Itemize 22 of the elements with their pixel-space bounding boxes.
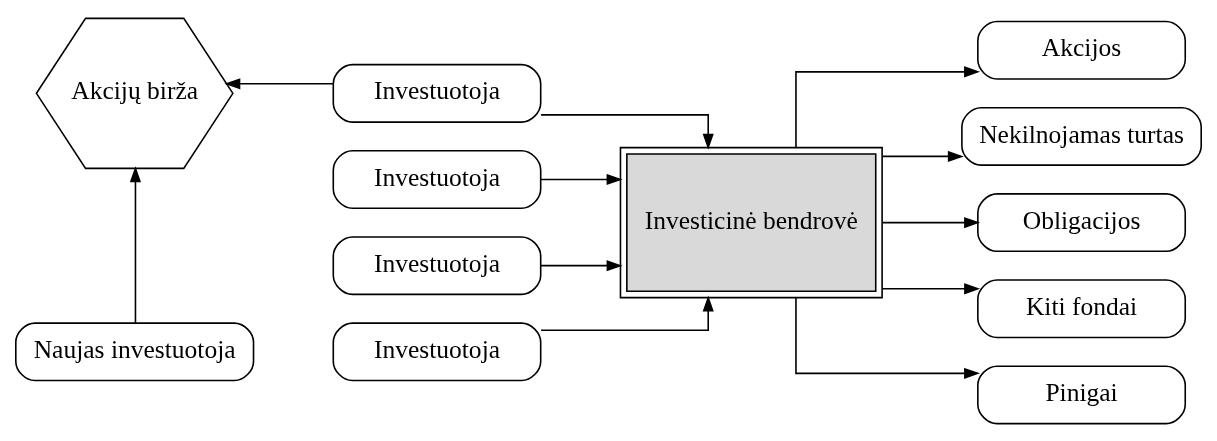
arrow	[540, 113, 714, 150]
arrow	[539, 259, 623, 271]
arrow	[540, 295, 714, 331]
node-box: Nekilnojamas turtas	[961, 106, 1202, 166]
node-box: Pinigai	[977, 364, 1187, 424]
arrow	[224, 77, 334, 89]
node-box: Investicinė bendrovė	[619, 146, 883, 298]
arrow	[539, 173, 623, 185]
arrow	[129, 165, 142, 323]
node-box: Investuotoja	[332, 235, 542, 295]
arrow	[795, 296, 981, 379]
node-box: Obligacijos	[977, 192, 1187, 252]
node-box: Kiti fondai	[977, 278, 1187, 338]
node-box: Akcijos	[977, 20, 1187, 80]
arrow	[881, 216, 981, 228]
node-box: Investuotoja	[332, 63, 542, 123]
node-box: Naujas investuotoja	[15, 321, 255, 381]
arrow	[795, 65, 981, 148]
node-box: Investuotoja	[332, 321, 542, 381]
arrow	[881, 282, 981, 294]
node-box: Investuotoja	[332, 149, 542, 209]
arrow	[881, 150, 964, 162]
